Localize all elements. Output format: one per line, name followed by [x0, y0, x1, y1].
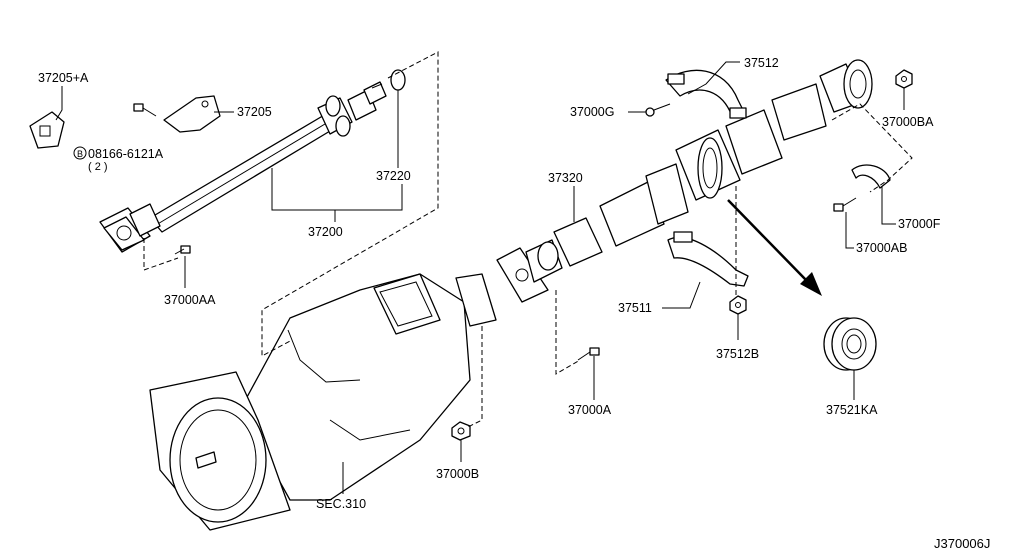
label-sec310: SEC.310	[316, 497, 366, 511]
label-37000F: 37000F	[898, 217, 941, 231]
nut-37000B	[451, 421, 471, 441]
front-propeller-shaft-37320	[496, 59, 873, 303]
label-37000B: 37000B	[436, 467, 479, 481]
label-bolt-qty: ( 2 )	[88, 161, 108, 173]
transmission-sec310	[149, 273, 497, 531]
label-37511: 37511	[618, 301, 652, 315]
label-37205: 37205	[237, 105, 272, 119]
part-labels: 37205+A B 08166-6121A ( 2 ) 37205 37220 …	[38, 56, 990, 551]
bracket-37512	[665, 69, 747, 119]
bolt-spec-symbol-circle	[73, 146, 87, 160]
nut-37000BA	[895, 69, 913, 89]
bracket-37511	[667, 231, 749, 287]
label-37512: 37512	[744, 56, 779, 70]
label-37512B: 37512B	[716, 347, 759, 361]
gasket-37000F	[851, 164, 891, 189]
label-37000A: 37000A	[568, 403, 612, 417]
bolt-37000G	[645, 103, 671, 117]
bracket-37205	[163, 95, 221, 133]
bolt-37000AB	[833, 197, 857, 212]
leader-lines	[55, 61, 905, 494]
bolt-08166-6121A	[133, 103, 157, 117]
drawing-code: J370006J	[934, 536, 990, 551]
label-37000AA: 37000AA	[164, 293, 216, 307]
label-37000G: 37000G	[570, 105, 614, 119]
label-37320: 37320	[548, 171, 583, 185]
rear-propeller-shaft-37200	[99, 81, 387, 253]
label-37220: 37220	[376, 169, 411, 183]
label-37521KA: 37521KA	[826, 403, 878, 417]
phantom-lines	[143, 51, 913, 429]
direction-arrow	[727, 199, 822, 296]
nut-37512B	[729, 295, 747, 315]
label-37000BA: 37000BA	[882, 115, 934, 129]
bolt-37000AA	[174, 245, 191, 255]
label-bolt-spec-symbol: B	[77, 149, 83, 159]
label-37205A: 37205+A	[38, 71, 89, 85]
label-08166-6121A: 08166-6121A	[88, 147, 164, 161]
bolt-37000A	[577, 347, 600, 361]
label-37000AB: 37000AB	[856, 241, 907, 255]
label-37200: 37200	[308, 225, 343, 239]
bearing-37521KA	[823, 317, 877, 371]
bracket-37205A	[29, 111, 65, 149]
